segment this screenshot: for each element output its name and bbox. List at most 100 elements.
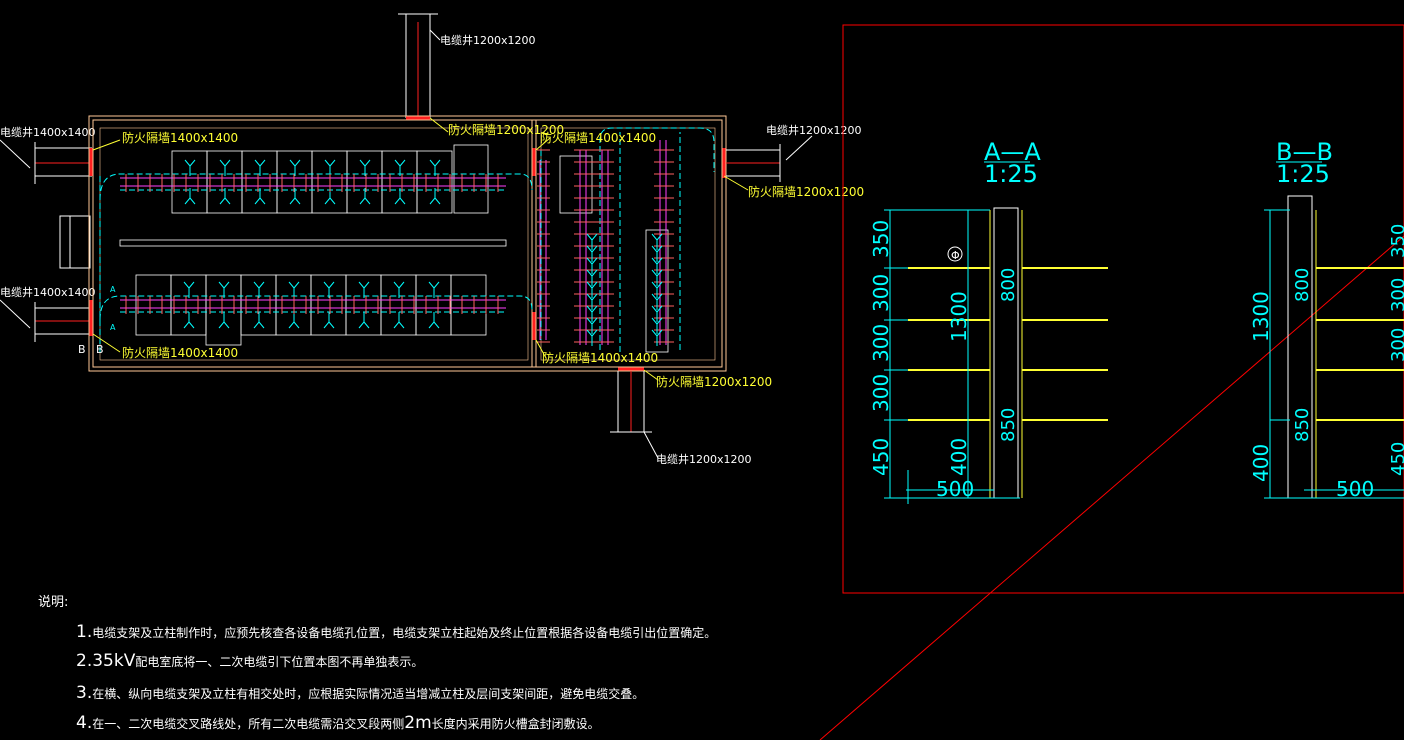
aa-dim-3: 300 <box>869 374 893 412</box>
svg-text:A: A <box>110 323 116 332</box>
tray-support-icon <box>586 281 598 298</box>
tray-support-icon <box>586 233 598 250</box>
tray-support-icon <box>651 329 663 346</box>
section-aa-scale: 1:25 <box>984 160 1038 188</box>
tray-support-icon <box>393 281 405 298</box>
note-2: 2.35kV配电室底将一、二次电缆引下位置本图不再单独表示。 <box>76 651 423 671</box>
aa-dim-4: 450 <box>869 438 893 476</box>
left-shaft-top: 电缆井1400x1400 <box>0 125 96 184</box>
note-4-tail: 长度内采用防火槽盒封闭敷设。 <box>431 717 600 731</box>
tray-support-icon <box>394 188 406 205</box>
bb-right-dim-0: 350 <box>1388 224 1404 258</box>
top-shaft: 电缆井1200x1200 <box>398 13 536 118</box>
tray-support-icon <box>323 281 335 298</box>
tray-support-icon <box>254 188 266 205</box>
note-3-text: 在横、纵向电缆支架及立柱有相交处时，应根据实际情况适当增减立柱及层间支架间距，避… <box>92 687 645 701</box>
fire-walls <box>89 116 726 371</box>
note-4: 4.在一、二次电缆交叉路线处，所有二次电缆需沿交叉段两侧2m长度内采用防火槽盒封… <box>76 713 600 733</box>
svg-text:A: A <box>110 285 116 294</box>
tray-support-icon <box>651 257 663 274</box>
bb-width: 500 <box>1336 477 1374 501</box>
tray-support-icon <box>183 281 195 298</box>
aa-total: 1300 <box>947 291 971 342</box>
note-1-number: 1. <box>76 622 93 642</box>
left-equipment-box <box>59 215 91 269</box>
left-shaft-bottom: 电缆井1400x1400 <box>0 285 96 342</box>
tray-support-icon <box>323 312 335 329</box>
fire-door-top: 防火隔墙1200x1200 <box>448 122 564 137</box>
tray-support-icon <box>651 281 663 298</box>
tray-support-icon <box>218 312 230 329</box>
note-2-text: 配电室底将一、二次电缆引下位置本图不再单独表示。 <box>135 655 424 669</box>
diagonal-line <box>819 235 1404 740</box>
tray-support-icon <box>429 159 441 176</box>
tray-support-icon <box>651 317 663 334</box>
tray-support-icon <box>288 312 300 329</box>
note-3-number: 3. <box>76 683 93 703</box>
tray-support-icon <box>253 281 265 298</box>
bb-base: 400 <box>1249 444 1273 482</box>
bb-inner-top: 800 <box>1292 268 1313 302</box>
section-bb-title: B—B <box>1276 138 1333 166</box>
tray-support-icon <box>358 312 370 329</box>
bottom-shaft: 电缆井1200x1200 <box>610 371 752 466</box>
tray-support-icon <box>429 188 441 205</box>
tray-support-icon <box>358 281 370 298</box>
tray-support-icon <box>359 159 371 176</box>
note-1: 1.电缆支架及立柱制作时，应预先核查各设备电缆孔位置，电缆支架立柱起始及终止位置… <box>76 622 716 642</box>
tray-support-icon <box>219 159 231 176</box>
tray-support-icon <box>428 312 440 329</box>
tray-support-icon <box>218 281 230 298</box>
left-shaft-bottom-label: 电缆井1400x1400 <box>0 285 96 299</box>
bb-right-dim-1: 300 <box>1388 278 1404 312</box>
top-shaft-label: 电缆井1200x1200 <box>440 33 536 47</box>
tray-support-icon <box>184 188 196 205</box>
note-1-text: 电缆支架及立柱制作时，应预先核查各设备电缆孔位置，电缆支架立柱起始及终止位置根据… <box>92 626 717 640</box>
bb-total: 1300 <box>1249 291 1273 342</box>
aa-inner-top: 800 <box>998 268 1019 302</box>
section-bb: B—B 1:25 1300 800 850 400 500 350 300 30… <box>1249 138 1404 501</box>
tray-support-icon <box>428 281 440 298</box>
bottom-shaft-label: 电缆井1200x1200 <box>656 452 752 466</box>
tray-support-icon <box>586 269 598 286</box>
right-shaft-label: 电缆井1200x1200 <box>766 123 862 137</box>
tray-support-icon <box>183 312 195 329</box>
section-marker-b: B <box>78 343 86 356</box>
section-marker-b2: B <box>96 343 104 356</box>
tray-support-icon <box>651 305 663 322</box>
tray-support-icon <box>289 159 301 176</box>
section-bb-scale: 1:25 <box>1276 160 1330 188</box>
tray-support-icon <box>253 312 265 329</box>
aa-width: 500 <box>936 477 974 501</box>
sections-frame <box>842 24 1404 594</box>
tray-support-icon <box>651 293 663 310</box>
tray-support-icon <box>586 305 598 322</box>
cable-trays-left: A A <box>99 144 533 352</box>
fire-door-left-bottom: 防火隔墙1400x1400 <box>122 345 238 360</box>
tray-support-icon <box>586 293 598 310</box>
fire-door-bottom: 防火隔墙1200x1200 <box>656 374 772 389</box>
tray-support-icon <box>393 312 405 329</box>
tray-support-icon <box>586 245 598 262</box>
tray-support-icon <box>288 281 300 298</box>
bb-inner-bottom: 850 <box>1292 408 1313 442</box>
fire-door-mid-top: 防火隔墙1400x1400 <box>540 130 656 145</box>
tray-support-icon <box>394 159 406 176</box>
tray-support-icon <box>219 188 231 205</box>
fire-door-right: 防火隔墙1200x1200 <box>748 184 864 199</box>
fire-door-labels: 防火隔墙1400x1400 防火隔墙1400x1400 防火隔墙1200x120… <box>92 117 864 389</box>
fire-door-left-top: 防火隔墙1400x1400 <box>122 130 238 145</box>
bb-right-dim-3: 450 <box>1388 442 1404 476</box>
tray-support-icon <box>586 317 598 334</box>
tray-support-icon <box>651 269 663 286</box>
aa-base: 400 <box>947 438 971 476</box>
tray-support-icon <box>651 233 663 250</box>
cable-trays-right <box>537 127 715 353</box>
section-aa: A—A 1:25 350 300 300 <box>869 138 1108 504</box>
right-shaft: 电缆井1200x1200 <box>726 123 862 182</box>
left-shaft-top-label: 电缆井1400x1400 <box>0 125 96 139</box>
tray-support-icon <box>586 257 598 274</box>
tray-support-icon <box>359 188 371 205</box>
fire-door-mid-bottom: 防火隔墙1400x1400 <box>542 350 658 365</box>
